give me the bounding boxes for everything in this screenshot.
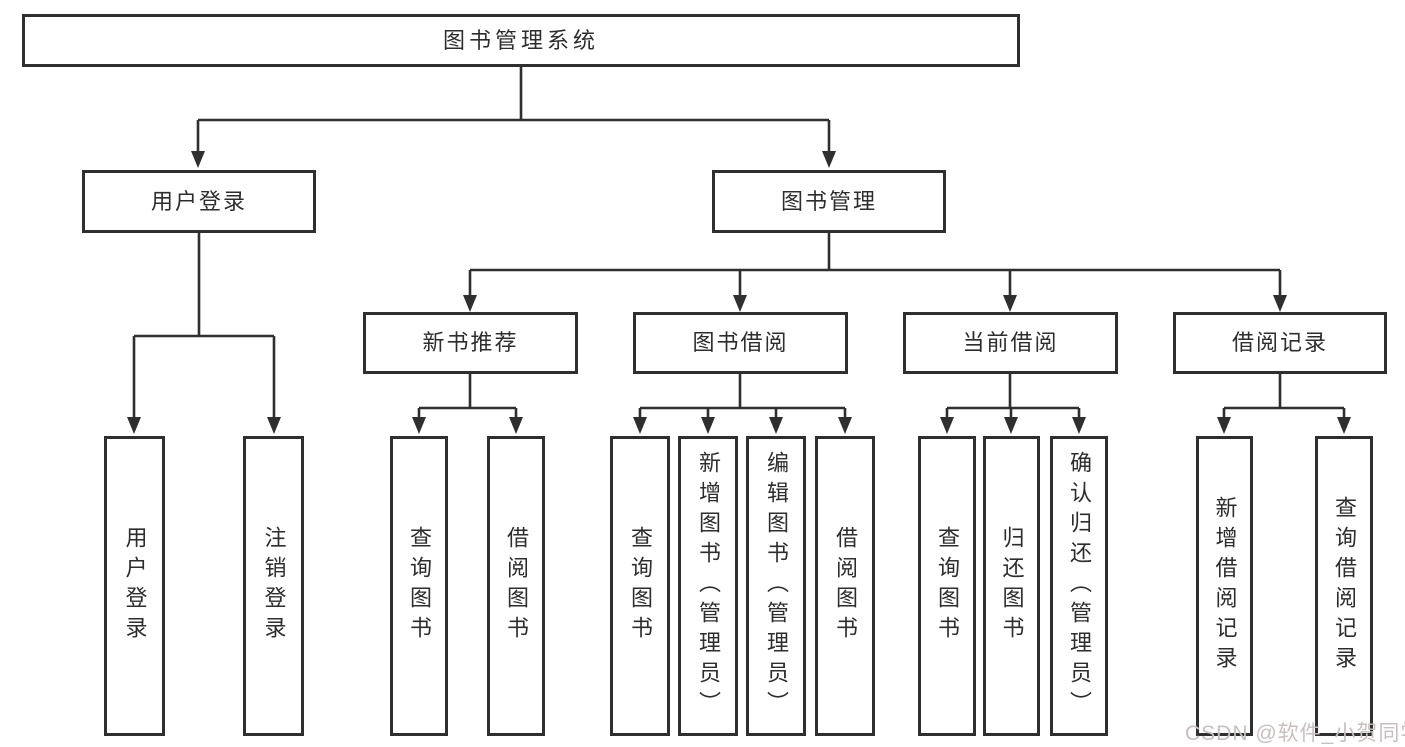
- leaf-borrow-borrow-books: 借阅图书: [815, 436, 875, 736]
- connector-current-borrow-children: [940, 374, 1086, 434]
- node-new-book-recommend: 新书推荐: [363, 312, 578, 374]
- down-arrowhead-icon: [769, 417, 783, 434]
- leaf-current-confirm-return-admin: 确认归还（管理员）: [1050, 436, 1108, 736]
- down-arrowhead-icon: [412, 417, 426, 434]
- down-arrowhead-icon: [1004, 417, 1018, 434]
- node-book-management: 图书管理: [712, 170, 946, 233]
- leaf-user-login: 用户登录: [104, 436, 165, 736]
- down-arrowhead-icon: [463, 295, 477, 312]
- leaf-borrow-add-books-admin: 新增图书（管理员）: [678, 436, 738, 736]
- leaf-borrow-query-books: 查询图书: [610, 436, 670, 736]
- down-arrowhead-icon: [127, 417, 141, 434]
- down-arrowhead-icon: [1003, 295, 1017, 312]
- node-book-borrow: 图书借阅: [633, 312, 848, 374]
- node-borrow-records: 借阅记录: [1173, 312, 1387, 374]
- connector-book-management-children: [463, 233, 1287, 312]
- down-arrowhead-icon: [1337, 417, 1351, 434]
- connector-new-book-recommend-children: [412, 374, 523, 434]
- connector-root-to-children: [191, 67, 836, 168]
- down-arrowhead-icon: [633, 417, 647, 434]
- down-arrowhead-icon: [1072, 417, 1086, 434]
- down-arrowhead-icon: [733, 295, 747, 312]
- connector-borrow-records-children: [1217, 374, 1351, 434]
- down-arrowhead-icon: [940, 417, 954, 434]
- down-arrowhead-icon: [191, 151, 205, 168]
- down-arrowhead-icon: [1217, 417, 1231, 434]
- connector-user-login-children: [127, 233, 281, 434]
- down-arrowhead-icon: [701, 417, 715, 434]
- csdn-watermark: CSDN @软件_小贺同学: [1185, 722, 1405, 745]
- down-arrowhead-icon: [838, 417, 852, 434]
- leaf-newrec-borrow-books: 借阅图书: [487, 436, 545, 736]
- node-current-borrow: 当前借阅: [903, 312, 1118, 374]
- leaf-records-query-borrow-record: 查询借阅记录: [1315, 436, 1373, 736]
- down-arrowhead-icon: [509, 417, 523, 434]
- leaf-current-return-books: 归还图书: [983, 436, 1040, 736]
- connector-book-borrow-children: [633, 374, 852, 434]
- down-arrowhead-icon: [822, 151, 836, 168]
- leaf-records-add-borrow-record: 新增借阅记录: [1196, 436, 1253, 736]
- node-user-login: 用户登录: [82, 170, 316, 233]
- leaf-borrow-edit-books-admin: 编辑图书（管理员）: [746, 436, 806, 736]
- down-arrowhead-icon: [267, 417, 281, 434]
- leaf-current-query-books: 查询图书: [918, 436, 976, 736]
- down-arrowhead-icon: [1273, 295, 1287, 312]
- leaf-logout: 注销登录: [243, 436, 304, 736]
- leaf-newrec-query-books: 查询图书: [390, 436, 448, 736]
- node-root: 图书管理系统: [22, 14, 1020, 67]
